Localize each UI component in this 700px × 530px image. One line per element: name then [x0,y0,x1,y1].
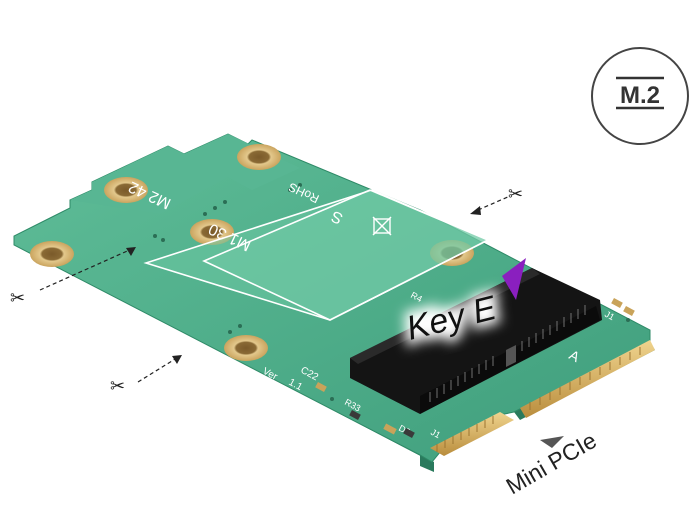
silk-r4: R4 [409,290,424,304]
silk-j1: J1 [603,309,616,322]
svg-text:✂: ✂ [508,184,523,205]
silk-j1b: J1 [429,427,442,440]
recycle-bin-icon [372,216,392,236]
m2-card-outline-30 [202,189,490,321]
cut-arrows [126,206,481,364]
m2-badge-text: M.2 [620,82,660,109]
m2-badge: M.2 [591,47,689,145]
svg-text:✂: ✂ [110,376,125,397]
cut-guides [39,195,511,383]
m2-socket [350,268,602,414]
vias [153,183,630,401]
mini-pcie-label: Mini PCIe [502,427,601,499]
smd-components [315,298,635,438]
gold-edge-connector [430,340,655,456]
svg-text:✂: ✂ [10,288,25,309]
mini-pcie-callout: Mini PCIe [502,427,601,499]
key-marker-icon [502,258,526,300]
arrow-icon [540,436,564,448]
scissors-icon: ✂ ✂ ✂ [10,184,523,397]
